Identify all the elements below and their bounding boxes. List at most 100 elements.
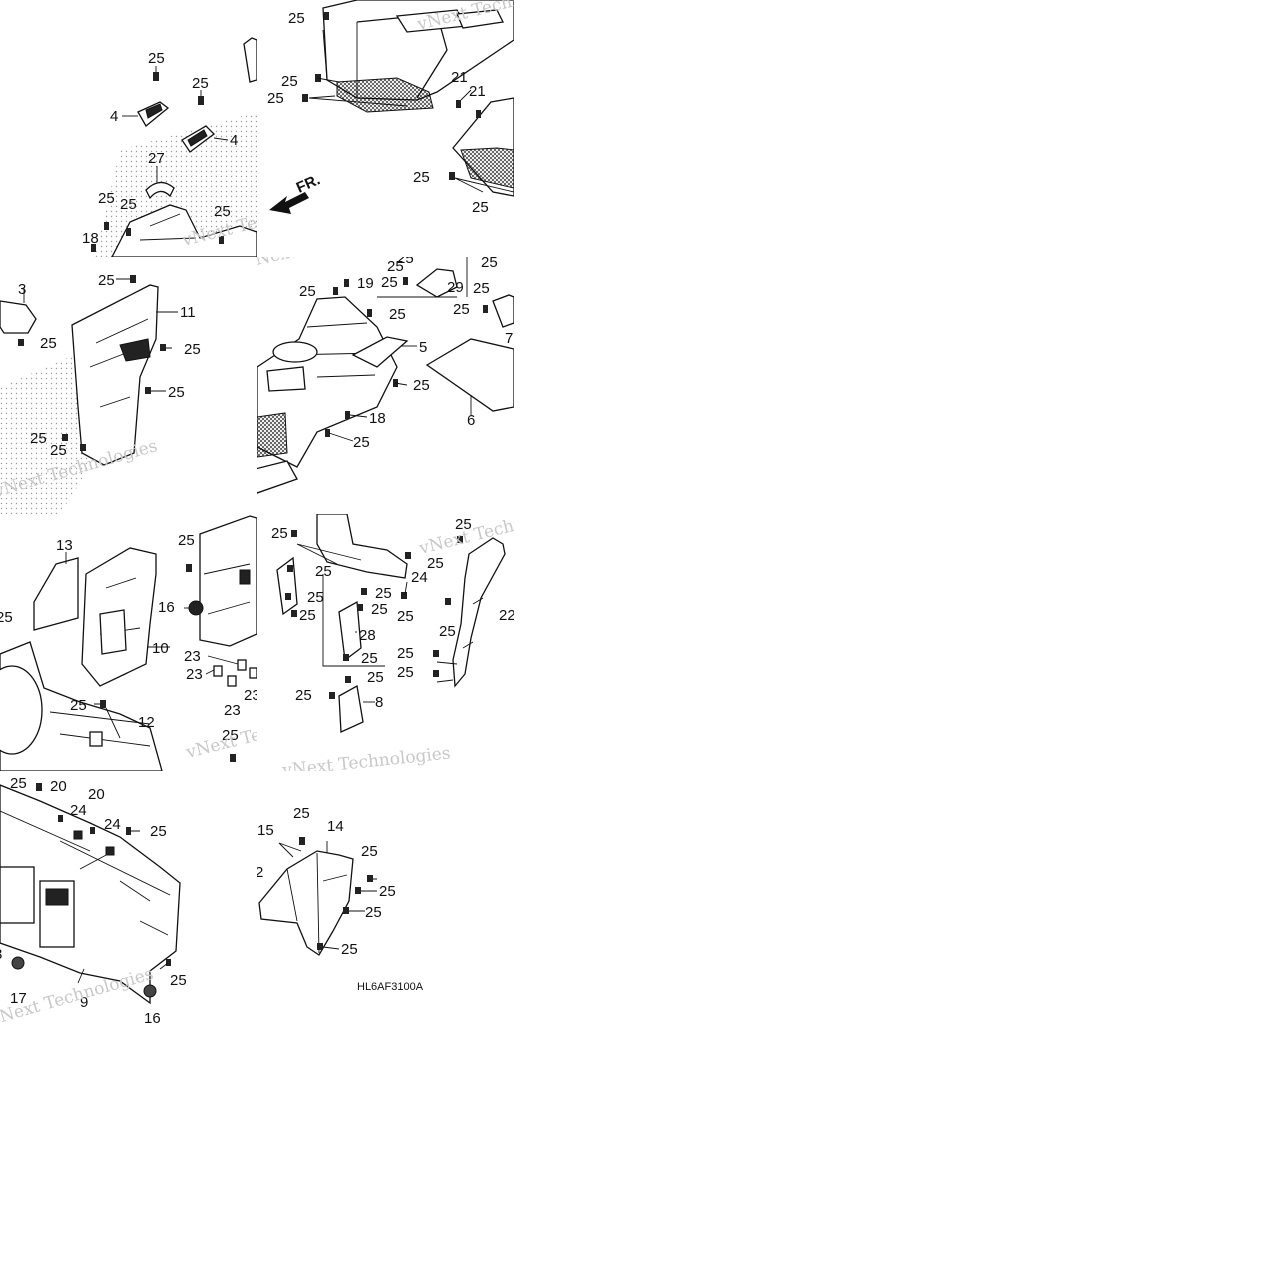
callout-15: 15 xyxy=(257,822,274,839)
clip-23-icon xyxy=(237,659,247,671)
bolt-icon xyxy=(333,287,338,295)
callout-25: 25 xyxy=(472,199,489,216)
callout-25: 25 xyxy=(453,301,470,318)
callout-25: 25 xyxy=(184,341,201,358)
callout-23: 23 xyxy=(244,687,257,704)
callout-25: 25 xyxy=(168,384,185,401)
callout-25: 25 xyxy=(299,607,316,624)
bolt-icon xyxy=(476,110,481,118)
callout-6: 6 xyxy=(467,412,475,429)
callout-25: 25 xyxy=(365,904,382,921)
tile-bottom-middle: 25 15 14 25 25 25 25 2 HL6AF3100A xyxy=(257,771,514,1028)
bolt-icon xyxy=(456,100,461,108)
bolt-icon xyxy=(401,592,407,599)
callout-25: 25 xyxy=(481,257,498,271)
callout-25: 25 xyxy=(98,190,115,207)
callout-28: 28 xyxy=(359,627,376,644)
part-29-bracket xyxy=(415,268,458,298)
bolt-icon xyxy=(405,552,411,559)
callout-3: 3 xyxy=(0,946,2,963)
callout-14: 14 xyxy=(327,818,344,835)
callout-25: 25 xyxy=(120,196,137,213)
callout-23: 23 xyxy=(224,702,241,719)
part-14-side-panel xyxy=(258,850,354,956)
callout-9: 9 xyxy=(80,994,88,1011)
bolt-icon xyxy=(345,411,350,419)
callout-25: 25 xyxy=(381,274,398,291)
bolt-icon xyxy=(483,305,488,313)
bolt-icon xyxy=(329,692,335,699)
bolt-icon xyxy=(324,12,329,20)
callout-4: 4 xyxy=(110,108,118,125)
bolt-icon xyxy=(357,604,363,611)
callout-25: 25 xyxy=(98,272,115,289)
callout-25: 25 xyxy=(341,941,358,958)
callout-8: 8 xyxy=(375,694,383,711)
callout-17: 17 xyxy=(10,990,27,1007)
bolt-icon xyxy=(291,610,297,617)
callout-25: 25 xyxy=(387,258,404,275)
callout-25: 25 xyxy=(397,608,414,625)
callout-4: 4 xyxy=(230,132,238,149)
callout-25: 25 xyxy=(70,697,87,714)
bolt-icon xyxy=(325,429,330,437)
callout-25: 25 xyxy=(371,601,388,618)
bolt-icon xyxy=(355,887,361,894)
callout-25: 25 xyxy=(40,335,57,352)
callout-25: 25 xyxy=(288,10,305,27)
bolt-icon xyxy=(126,228,131,236)
bolt-icon xyxy=(457,536,463,543)
tile-lower-left: 13 25 25 16 10 23 23 23 23 25 12 25 2 vN… xyxy=(0,514,257,771)
callout-13: 13 xyxy=(56,537,73,554)
tile-middle-left: 3 25 11 25 25 25 25 25 vNext Technologie… xyxy=(0,257,257,514)
bolt-icon xyxy=(153,66,159,81)
callout-25: 25 xyxy=(170,972,187,989)
callout-25: 25 xyxy=(379,883,396,900)
callout-25: 25 xyxy=(413,377,430,394)
part-2-center-console xyxy=(257,296,398,468)
bolt-icon xyxy=(80,444,86,451)
bolt-icon xyxy=(166,959,171,966)
callout-7: 7 xyxy=(505,330,513,347)
tile-center: 25 25 25 25 29 25 25 19 25 7 25 5 25 6 1… xyxy=(257,257,514,514)
part-28-bracket xyxy=(338,600,362,662)
callout-3: 3 xyxy=(18,281,26,298)
callout-24: 24 xyxy=(411,569,428,586)
callout-25: 25 xyxy=(315,563,332,580)
bolt-icon xyxy=(18,339,24,346)
bolt-icon xyxy=(62,434,68,441)
part-8-bracket xyxy=(338,684,364,733)
callout-25: 25 xyxy=(50,442,67,459)
bolt-icon xyxy=(126,827,131,835)
callout-25: 25 xyxy=(214,203,231,220)
bolt-icon xyxy=(445,598,451,605)
callout-25: 25 xyxy=(397,645,414,662)
nut-24-icon xyxy=(73,830,83,840)
callout-18: 18 xyxy=(369,410,386,427)
callout-25: 25 xyxy=(427,555,444,572)
bolt-icon xyxy=(145,387,151,394)
diagram-code: HL6AF3100A xyxy=(357,981,424,993)
callout-24: 24 xyxy=(104,816,121,833)
tile-top-middle: FR. 25 25 25 21 21 25 25 vNext Technolog… xyxy=(257,0,514,257)
callout-12: 12 xyxy=(138,714,155,731)
callout-20: 20 xyxy=(88,786,105,803)
callout-25: 25 xyxy=(353,434,370,451)
bolt-icon xyxy=(433,650,439,657)
bolt-icon xyxy=(219,236,224,244)
part-9-dashboard-panel xyxy=(0,784,181,1005)
tile-lower-middle: 25 25 25 25 25 25 28 25 25 25 8 25 24 25… xyxy=(257,514,514,771)
callout-25: 25 xyxy=(148,50,165,67)
callout-25: 25 xyxy=(367,669,384,686)
callout-16: 16 xyxy=(158,599,175,616)
callout-18: 18 xyxy=(82,230,99,247)
bolt-icon xyxy=(90,827,95,834)
part-12-seat-frame xyxy=(0,641,163,771)
grommet-16-icon xyxy=(143,984,157,998)
callout-25: 25 xyxy=(361,650,378,667)
bolt-icon xyxy=(317,943,323,950)
callout-2: 2 xyxy=(257,864,263,881)
bolt-icon xyxy=(449,172,455,180)
callout-10: 10 xyxy=(152,640,169,657)
